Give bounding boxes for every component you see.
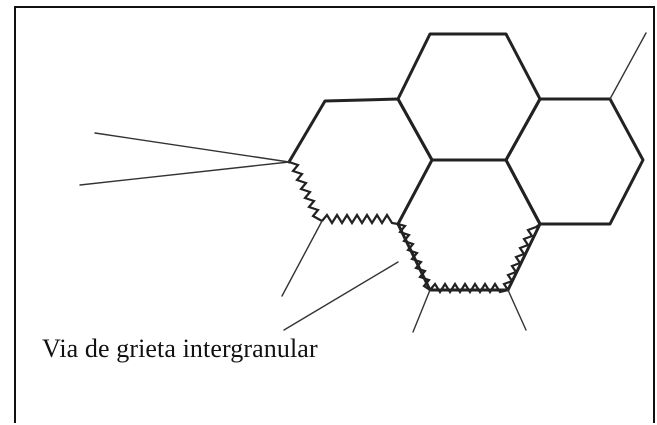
crack-path-2 <box>321 212 399 226</box>
grain-right <box>504 97 645 226</box>
boundary-line-6 <box>507 289 527 331</box>
crack-path-1 <box>288 160 323 222</box>
grain-top <box>396 32 542 162</box>
boundary-line-4 <box>283 261 399 331</box>
grain-left-boundary <box>287 97 434 164</box>
crack-path-3 <box>397 222 431 291</box>
boundary-line-2 <box>79 161 290 186</box>
crack-path-4 <box>429 281 509 295</box>
grain-center <box>396 158 542 292</box>
figure-caption: Via de grieta intergranular <box>42 334 318 363</box>
boundary-line-7 <box>609 32 647 100</box>
boundary-line-3 <box>281 220 323 297</box>
figure-frame <box>14 6 655 423</box>
crack-path-5 <box>502 223 541 291</box>
boundary-line-1 <box>94 132 290 163</box>
boundary-line-5 <box>412 289 431 333</box>
